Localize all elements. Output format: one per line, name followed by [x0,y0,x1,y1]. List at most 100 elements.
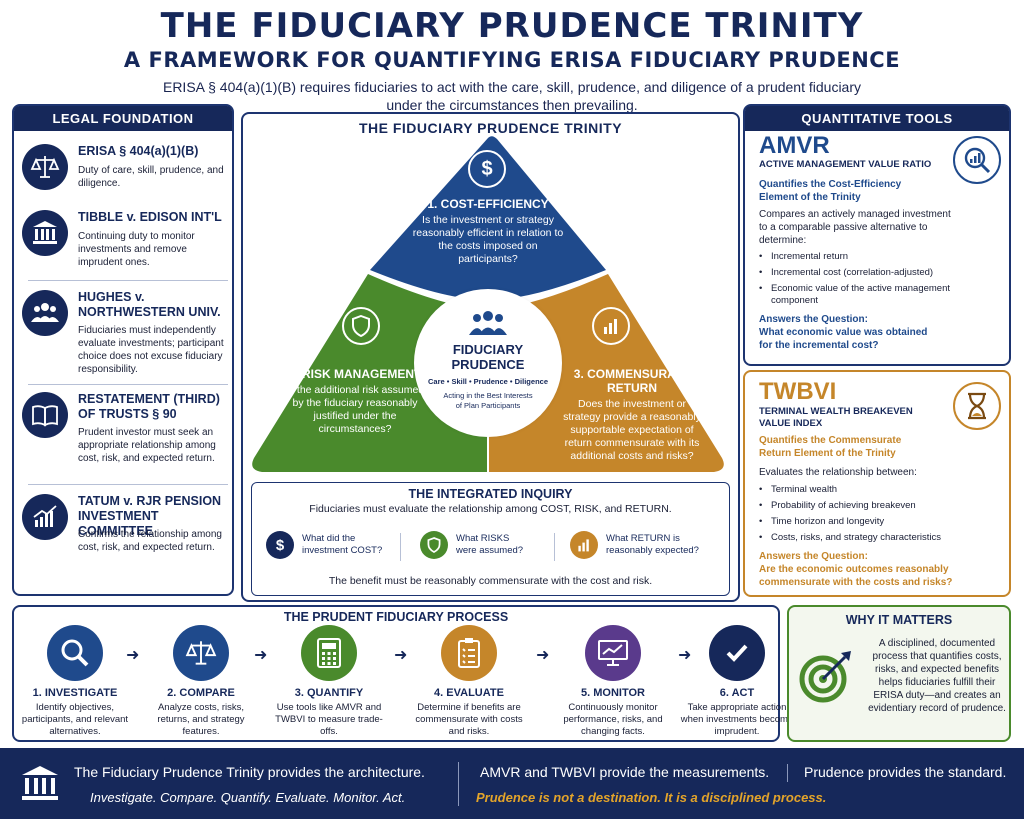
book-icon [22,392,68,438]
clipboard-icon [441,625,497,681]
target-icon [799,651,851,703]
list-item: Incremental cost (correlation-adjusted) [759,267,999,279]
arrow-icon: ➜ [126,647,140,664]
list-item: Costs, risks, and strategy characteristi… [759,532,999,544]
commensurate-return-block: 3. COMMENSURATE RETURN Does the investme… [558,367,706,463]
legal-item-tatum: TATUM v. RJR PENSION INVESTMENT COMMITTE… [22,494,226,590]
center-subtitle: Care • Skill • Prudence • Diligence [427,377,548,386]
bar-chart-icon [592,307,630,345]
legal-foundation-panel: LEGAL FOUNDATION ERISA § 404(a)(1)(B) Du… [12,104,234,596]
footer-line-process: Prudence is not a destination. It is a d… [476,790,827,805]
bar-chart-icon [570,531,598,559]
legal-item-title: HUGHES v. NORTHWESTERN UNIV. [78,290,221,319]
footer-line-measurements: AMVR and TWBVI provide the measurements. [480,764,770,780]
step-desc: Identify objectives, participants, and r… [21,702,129,737]
why-it-matters-panel: WHY IT MATTERS A disciplined, documented… [787,605,1011,742]
list-item: Economic value of the active management … [759,283,959,307]
shield-icon [420,531,448,559]
quantitative-tools-panel: QUANTITATIVE TOOLS AMVR ACTIVE MANAGEMEN… [743,104,1011,366]
amvr-highlight: Quantifies the Cost-Efficiency Element o… [759,178,901,204]
legal-item-title: RESTATEMENT (THIRD) OF TRUSTS § 90 [78,392,220,421]
intro-line-1: ERISA § 404(a)(1)(B) requires fiduciarie… [162,79,862,95]
scales-icon [173,625,229,681]
step-title: 4. EVALUATE [434,687,504,699]
amvr-title: AMVR [759,132,830,159]
risk-management-block: 2. RISK MANAGEMENT Is the additional ris… [285,367,425,436]
arrow-icon: ➜ [536,647,550,664]
center-tagline-line-1: Acting in the Best Interests [443,391,533,400]
cost-efficiency-title: 1. COST-EFFICIENCY [427,197,549,211]
twbvi-title: TWBVI [759,378,837,405]
commensurate-return-title: 3. COMMENSURATE RETURN [573,367,691,395]
amvr-question-label: Answers the Question: [759,314,868,325]
twbvi-highlight-line: Return Element of the Trinity [759,448,896,459]
twbvi-subtitle-line: VALUE INDEX [759,418,823,429]
footer-line-steps: Investigate. Compare. Quantify. Evaluate… [90,790,406,805]
fiduciary-prudence-circle: FIDUCIARY PRUDENCE Care • Skill • Pruden… [417,292,559,434]
twbvi-question-line: Are the economic outcomes reasonably [759,564,949,575]
step-title: 5. MONITOR [581,687,645,699]
chart-icon [22,494,68,540]
step-title: 1. INVESTIGATE [32,687,118,699]
integrated-heading: THE INTEGRATED INQUIRY [408,487,573,501]
amvr-description: Compares an actively managed investment … [759,208,951,247]
question-line: What RISKS [456,533,510,544]
arrow-icon: ➜ [394,647,408,664]
page-subtitle: A FRAMEWORK FOR QUANTIFYING ERISA FIDUCI… [123,48,901,72]
footer-line-standard: Prudence provides the standard. [804,764,1007,780]
process-step-act: 6. ACT Take appropriate action when inve… [678,625,796,738]
divider [28,384,228,385]
dollar-icon: $ [266,531,294,559]
hourglass-icon [953,382,1001,430]
amvr-highlight-line: Element of the Trinity [759,192,861,203]
amvr-description-line: to a comparable passive alternative to [759,222,928,233]
twbvi-highlight: Quantifies the Commensurate Return Eleme… [759,434,901,460]
twbvi-panel: TWBVI TERMINAL WEALTH BREAKEVEN VALUE IN… [743,370,1011,597]
scales-icon [22,144,68,190]
legal-item-restatement: RESTATEMENT (THIRD) OF TRUSTS § 90 Prude… [22,392,226,484]
question-line: investment COST? [302,545,383,556]
divider [787,764,788,782]
amvr-subtitle: ACTIVE MANAGEMENT VALUE RATIO [759,159,932,170]
process-step-evaluate: 4. EVALUATE Determine if benefits are co… [410,625,528,738]
list-item: Probability of achieving breakeven [759,500,999,512]
center-title-line-1: FIDUCIARY [452,342,524,357]
legal-item-desc: Confirms the relationship among cost, ri… [78,529,222,553]
legal-item-desc: Duty of care, skill, prudence, and dilig… [78,165,224,189]
twbvi-description: Evaluates the relationship between: [759,467,917,478]
courthouse-icon [22,210,68,256]
monitor-icon [585,625,641,681]
commensurate-return-text: Does the investment or strategy provide … [563,398,701,462]
integrated-footer: The benefit must be reasonably commensur… [328,575,653,587]
cost-efficiency-segment [370,136,606,300]
risk-management-title: 2. RISK MANAGEMENT [288,367,422,381]
page-title: THE FIDUCIARY PRUDENCE TRINITY [160,6,864,46]
legal-item-hughes: HUGHES v. NORTHWESTERN UNIV. Fiduciaries… [22,290,226,380]
twbvi-bullets: Terminal wealth Probability of achieving… [759,484,999,548]
legal-item-desc: Fiduciaries must independently evaluate … [78,325,224,375]
risk-management-text: Is the additional risk assumed by the fi… [285,384,425,435]
step-desc: Determine if benefits are commensurate w… [415,702,523,737]
legal-item-title: TIBBLE v. EDISON INT'L [78,210,222,224]
divider [554,533,555,561]
prudent-process-panel: THE PRUDENT FIDUCIARY PROCESS 1. INVESTI… [12,605,793,742]
list-item: Terminal wealth [759,484,999,496]
twbvi-subtitle-line: TERMINAL WEALTH BREAKEVEN [759,406,913,417]
arrow-icon: ➜ [254,647,268,664]
integrated-subheading: Fiduciaries must evaluate the relationsh… [309,503,672,515]
header: THE FIDUCIARY PRUDENCE TRINITY A FRAMEWO… [0,0,1024,113]
process-heading: THE PRUDENT FIDUCIARY PROCESS [283,610,509,624]
intro-text: ERISA § 404(a)(1)(B) requires fiduciarie… [0,78,1024,114]
shield-icon [342,307,380,345]
step-title: 6. ACT [719,687,755,699]
process-step-quantify: 3. QUANTIFY Use tools like AMVR and TWBV… [270,625,388,738]
cost-efficiency-text: Is the investment or strategy reasonably… [412,214,564,265]
amvr-highlight-line: Quantifies the Cost-Efficiency [759,179,902,190]
courthouse-icon [22,766,58,800]
center-tagline-line-2: of Plan Participants [455,401,521,410]
footer-line-architecture: The Fiduciary Prudence Trinity provides … [74,764,425,780]
step-desc: Analyze costs, risks, returns, and strat… [157,702,245,737]
